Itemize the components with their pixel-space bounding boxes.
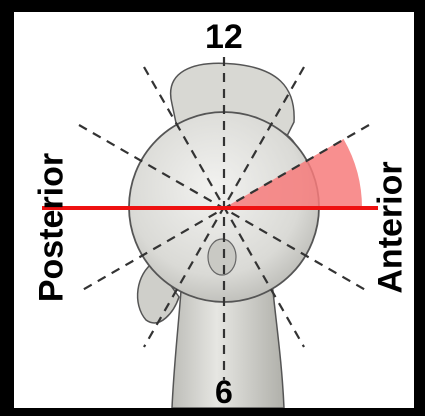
clock-lines [79,57,369,380]
clock-label-6: 6 [215,374,233,411]
bicipital-notch [208,239,236,275]
diagram-frame: 12 6 Posterior Anterior [14,12,414,408]
label-anterior: Anterior [372,118,411,338]
clock-label-12: 12 [205,18,243,57]
label-posterior: Posterior [33,118,72,338]
humeral-head-diagram [14,12,414,408]
